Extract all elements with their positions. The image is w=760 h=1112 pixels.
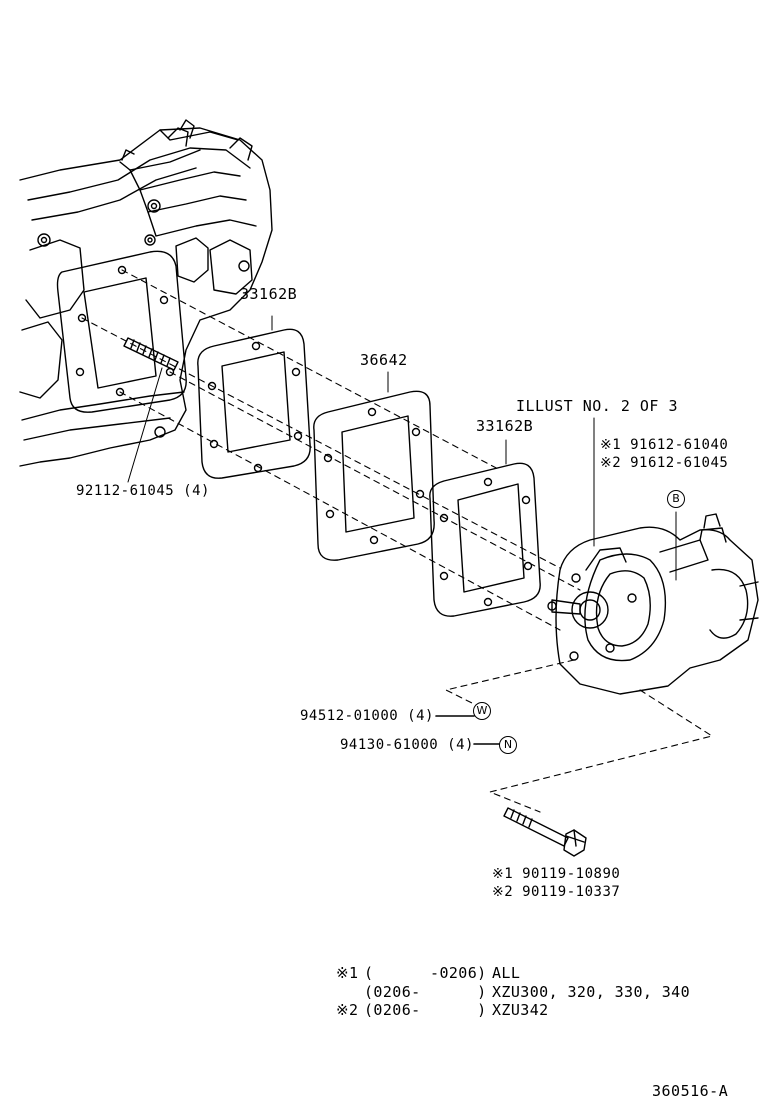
gasket-lower xyxy=(429,439,541,617)
note-range-1: ( -0206) xyxy=(364,964,487,982)
part-label-gasket-lower: 33162B xyxy=(476,417,534,435)
stud-bolt xyxy=(123,337,179,483)
part-label-bolt-2: ※2 90119-10337 xyxy=(492,884,621,900)
illustration-reference: ILLUST NO. 2 OF 3 xyxy=(516,397,679,415)
bolt xyxy=(503,807,587,857)
part-label-pump-2: ※2 91612-61045 xyxy=(600,455,729,471)
note-range-2: (0206- ) xyxy=(364,983,487,1001)
diagram-id: 360516-A xyxy=(652,1082,729,1100)
note-models-3: XZU342 xyxy=(492,1001,549,1019)
case-flange xyxy=(56,250,187,413)
callout-marker-n: N xyxy=(499,736,517,754)
gasket-upper xyxy=(197,315,311,479)
part-label-stud: 92112-61045 (4) xyxy=(76,483,210,499)
part-label-gasket-upper: 33162B xyxy=(240,285,298,303)
transmission-case xyxy=(19,119,273,467)
plate xyxy=(313,371,435,561)
alignment-lines xyxy=(81,269,713,813)
part-label-plate: 36642 xyxy=(360,351,408,369)
part-label-nut: 94130-61000 (4) xyxy=(340,737,474,753)
note-mark-1: ※1 xyxy=(336,964,359,982)
note-models-2: XZU300, 320, 330, 340 xyxy=(492,983,691,1001)
note-mark-2: ※2 xyxy=(336,1001,359,1019)
callout-marker-w: W xyxy=(473,702,491,720)
note-range-3: (0206- ) xyxy=(364,1001,487,1019)
part-label-bolt-1: ※1 90119-10890 xyxy=(492,866,621,882)
part-label-washer: 94512-01000 (4) xyxy=(300,708,434,724)
note-models-1: ALL xyxy=(492,964,521,982)
part-label-pump-1: ※1 91612-61040 xyxy=(600,437,729,453)
callout-marker-b: B xyxy=(667,490,685,508)
pump-assembly xyxy=(547,417,759,695)
